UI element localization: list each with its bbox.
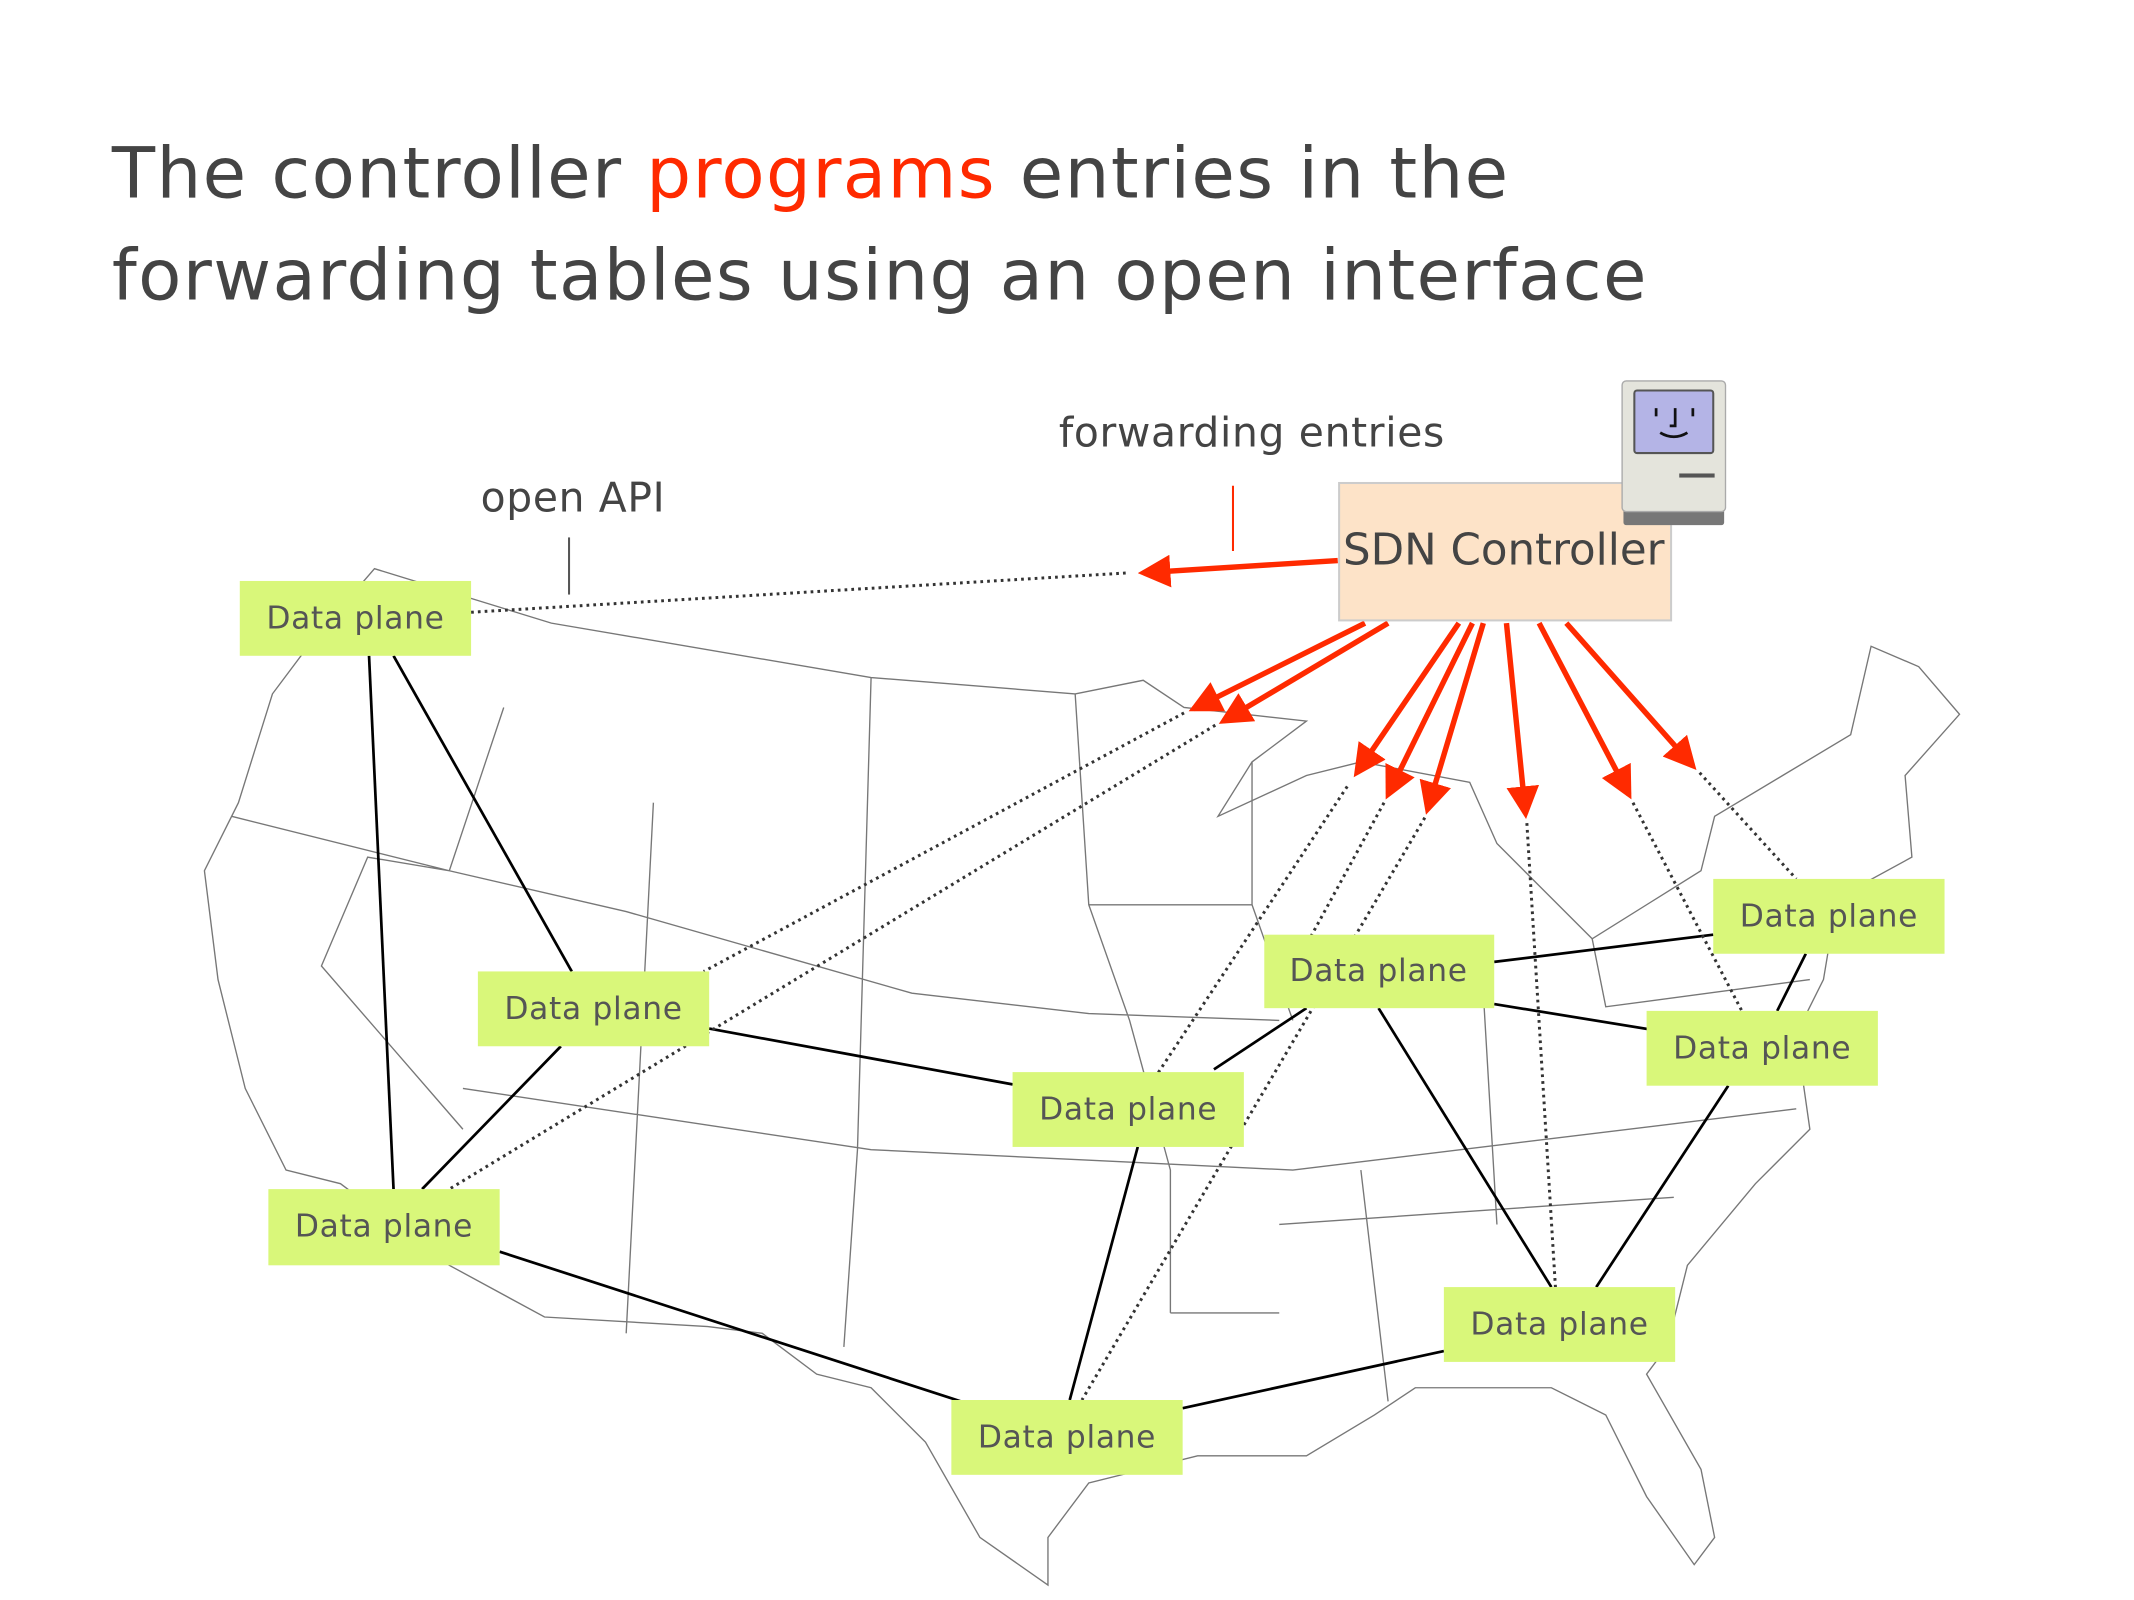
svg-text:Data plane: Data plane [1039,1092,1217,1128]
data-plane-node: Data plane [1713,878,1945,954]
open-api-label: open API [481,474,666,522]
svg-text:Data plane: Data plane [295,1209,473,1245]
data-plane-node: Data plane [239,580,472,656]
forwarding-entries-label: forwarding entries [1059,408,1445,456]
controller-label: SDN Controller [1343,526,1665,576]
svg-text:Data plane: Data plane [1289,953,1467,989]
data-plane-node: Data plane [268,1189,500,1266]
data-plane-node: Data plane [1646,1010,1878,1086]
svg-text:Data plane: Data plane [266,601,444,637]
data-plane-node: Data plane [951,1400,1183,1475]
data-plane-node: Data plane [1012,1072,1244,1147]
sdn-controller: SDN Controller [1338,481,1673,622]
title-line-2: forwarding tables using an open interfac… [112,233,1648,316]
svg-text:Data plane: Data plane [978,1420,1156,1456]
data-plane-node: Data plane [477,971,710,1047]
svg-text:Data plane: Data plane [1470,1307,1648,1343]
solid-links [367,655,1807,1410]
svg-text:Data plane: Data plane [1673,1031,1851,1067]
data-plane-node: Data plane [1443,1287,1676,1362]
forwarding-arrows [1137,554,1697,820]
computer-icon [1621,380,1727,526]
data-plane-node: Data plane [1264,934,1495,1009]
svg-text:Data plane: Data plane [504,991,682,1027]
dotted-api-links [448,571,1798,1401]
svg-text:Data plane: Data plane [1740,899,1918,935]
title-line-1: The controller programs entries in the [111,131,1510,214]
